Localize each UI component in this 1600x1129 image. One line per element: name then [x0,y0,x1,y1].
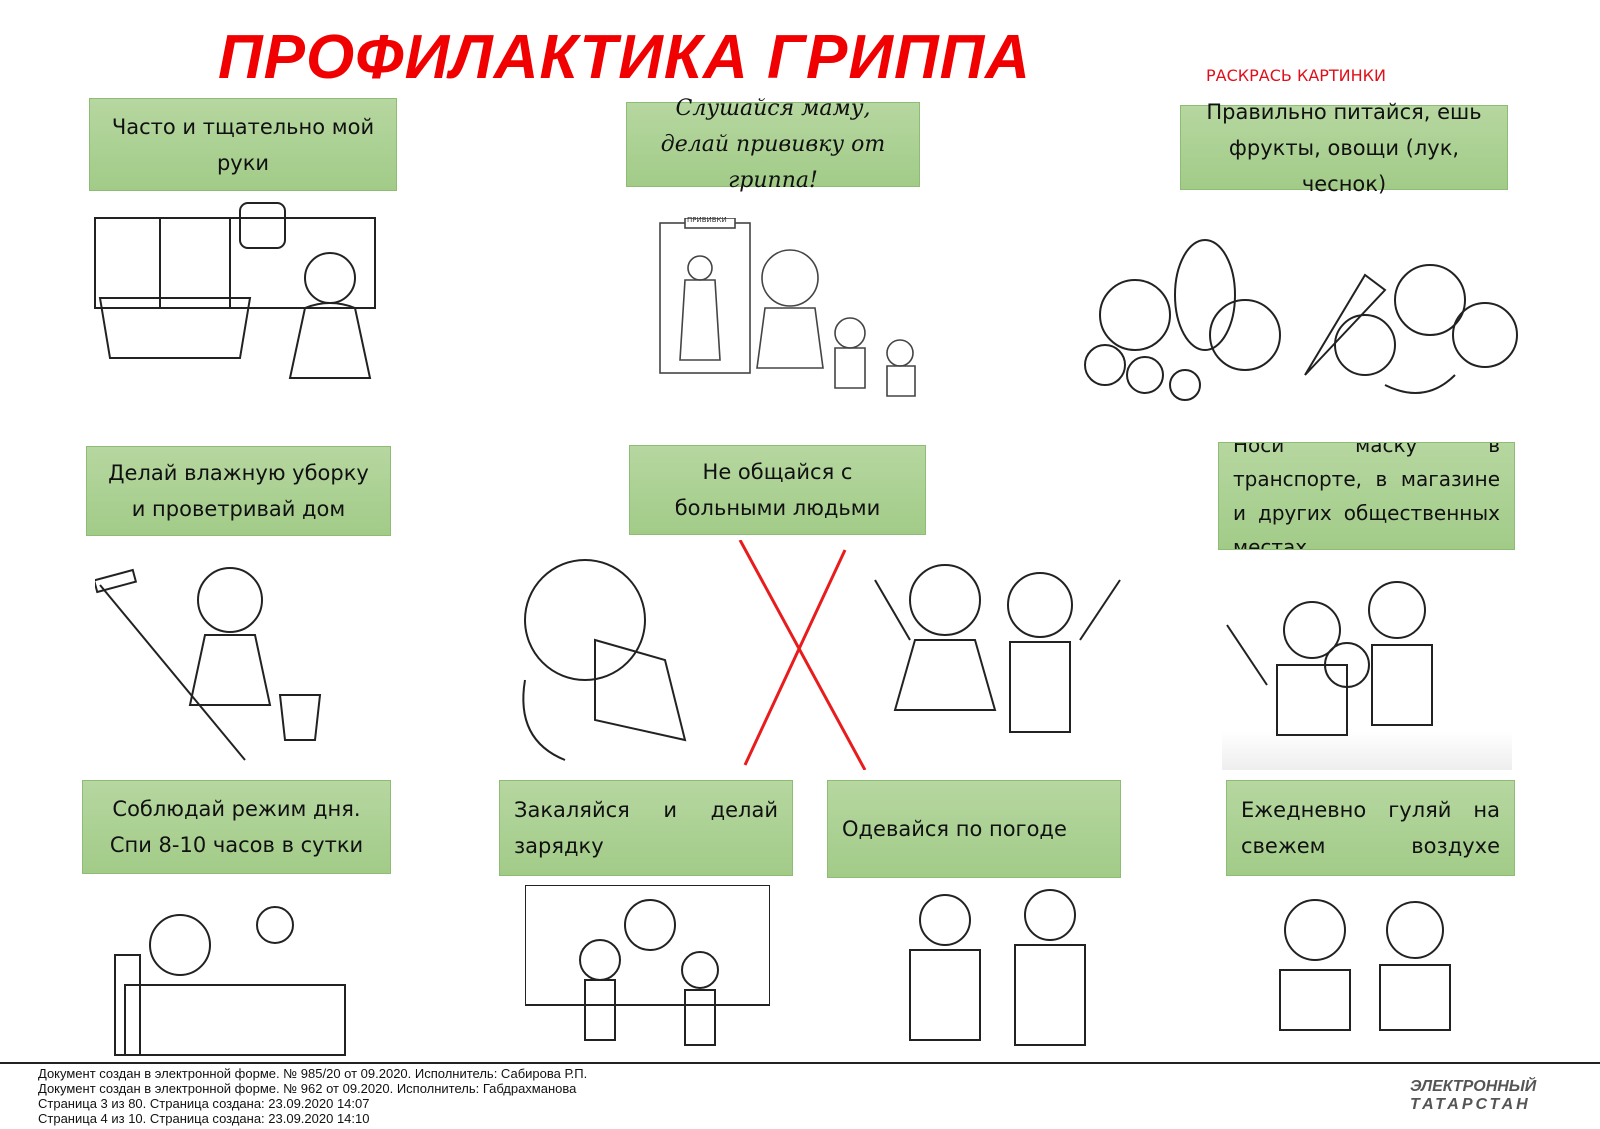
tip-nutrition: Правильно питайся, ешь фрукты, овощи (лу… [1180,100,1508,196]
footer-document-info-second: Документ создан в электронной форме. № 9… [38,1081,577,1096]
healthy-kids-illustration [870,550,1130,765]
tip-mask: Носи маску в транспорте, в магазине и др… [1218,442,1515,550]
tip-cleaning: Делай влажную уборку и проветривай дом [86,446,391,536]
logo-line1: ЭЛЕКТРОННЫЙ [1410,1078,1537,1095]
footer-document-info: Документ создан в электронной форме. № 9… [38,1066,588,1081]
tip-walk-outside: Ежедневно гуляй на свежем воздухе [1226,780,1515,876]
logo-line2: ТАТАРСТАН [1410,1096,1531,1113]
cleaning-girl-illustration [92,555,335,765]
coloring-hint: РАСКРАСЬ КАРТИНКИ [1206,66,1387,85]
tip-vaccination: Слушайся маму, делай прививку от гриппа! [626,96,920,193]
masks-illustration [1222,575,1512,770]
vaccination-illustration: ПРИВИВКИ [655,216,945,413]
tip-wash-hands: Часто и тщательно мой руки [89,98,397,191]
red-cross-mark [738,540,867,770]
washing-hands-illustration [90,198,400,413]
page-title: ПРОФИЛАКТИКА ГРИППА [218,23,1031,92]
sleeping-child-illustration [95,885,375,1060]
winter-clothes-illustration [885,885,1125,1060]
exercise-illustration [524,884,771,1060]
tip-sleep: Соблюдай режим дня. Спи 8-10 часов в сут… [82,780,391,874]
footer-divider [0,1062,1600,1064]
sick-boy-illustration [505,550,705,765]
fruits-vegetables-illustration [1045,205,1525,415]
tip-avoid-sick: Не общайся с больными людьми [629,445,926,535]
tip-exercise: Закаляйся и делай зарядку [499,780,793,876]
vaccination-sign: ПРИВИВКИ [687,216,727,224]
tip-dress-weather: Одевайся по погоде [827,780,1121,878]
winter-walk-illustration [1240,885,1510,1060]
electronic-tatarstan-logo: ЭЛЕКТРОННЫЙ ТАТАРСТАН [1410,1078,1536,1114]
footer-page-info: Страница 3 из 80. Страница создана: 23.0… [38,1096,370,1111]
footer-page-info-second: Страница 4 из 10. Страница создана: 23.0… [38,1111,370,1126]
